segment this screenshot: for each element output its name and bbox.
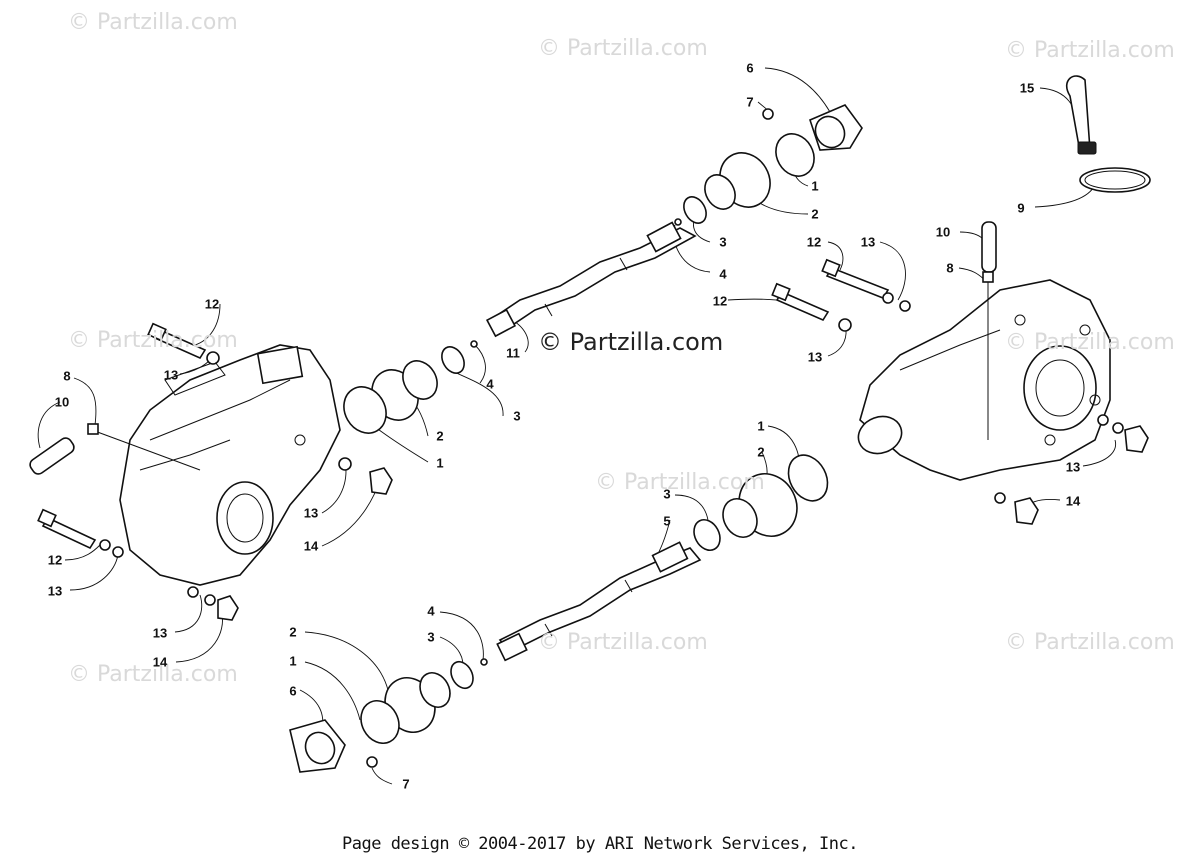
watermark: © Partzilla.com bbox=[1005, 630, 1175, 655]
front-gear-housing bbox=[119, 344, 341, 586]
copyright-footer: Page design © 2004-2017 by ARI Network S… bbox=[342, 834, 858, 854]
callout-label: 13 bbox=[807, 349, 823, 365]
callout-label: 6 bbox=[289, 683, 297, 699]
callout-label: 8 bbox=[63, 368, 71, 384]
callout-label: 10 bbox=[54, 394, 70, 410]
callout-label: 4 bbox=[427, 603, 435, 619]
watermark: © Partzilla.com bbox=[595, 470, 765, 495]
clamp-and-ring bbox=[1065, 75, 1151, 193]
watermark: © Partzilla.com bbox=[538, 36, 708, 61]
callout-label: 5 bbox=[663, 513, 671, 529]
callout-label: 12 bbox=[204, 296, 220, 312]
callout-label: 2 bbox=[436, 428, 444, 444]
watermark: © Partzilla.com bbox=[1005, 330, 1175, 355]
callout-label: 13 bbox=[163, 367, 179, 383]
callout-label: 3 bbox=[719, 234, 727, 250]
watermark: © Partzilla.com bbox=[68, 328, 238, 353]
breather-hoses bbox=[29, 221, 997, 475]
callout-label: 8 bbox=[946, 260, 954, 276]
callout-label: 4 bbox=[486, 376, 494, 392]
callout-label: 13 bbox=[303, 505, 319, 521]
watermark: © Partzilla.com bbox=[1005, 38, 1175, 63]
callout-label: 9 bbox=[1017, 200, 1025, 216]
callout-label: 14 bbox=[303, 538, 319, 554]
callout-label: 2 bbox=[757, 444, 765, 460]
callout-label: 6 bbox=[746, 60, 754, 76]
fasteners bbox=[37, 108, 1149, 768]
center-watermark: © Partzilla.com bbox=[538, 328, 724, 356]
upper-drive-shaft bbox=[485, 221, 697, 338]
callout-label: 13 bbox=[47, 583, 63, 599]
callout-label: 12 bbox=[806, 234, 822, 250]
callout-label: 10 bbox=[935, 224, 951, 240]
watermark: © Partzilla.com bbox=[68, 10, 238, 35]
callout-label: 15 bbox=[1019, 80, 1035, 96]
rear-gear-housing bbox=[857, 279, 1111, 481]
callout-label: 14 bbox=[152, 654, 168, 670]
watermark: © Partzilla.com bbox=[68, 662, 238, 687]
callout-label: 7 bbox=[402, 776, 410, 792]
callout-label: 3 bbox=[427, 629, 435, 645]
callout-label: 7 bbox=[746, 94, 754, 110]
callout-label: 2 bbox=[289, 624, 297, 640]
callout-label: 13 bbox=[1065, 459, 1081, 475]
lower-drive-shaft bbox=[496, 541, 702, 662]
callout-label: 1 bbox=[811, 178, 819, 194]
callout-label: 1 bbox=[436, 455, 444, 471]
callout-label: 11 bbox=[506, 345, 520, 361]
callout-label: 13 bbox=[152, 625, 168, 641]
callout-label: 1 bbox=[289, 653, 297, 669]
watermark: © Partzilla.com bbox=[538, 630, 708, 655]
callout-label: 4 bbox=[719, 266, 727, 282]
callout-label: 1 bbox=[757, 418, 765, 434]
callout-label: 2 bbox=[811, 206, 819, 222]
callout-label: 3 bbox=[513, 408, 521, 424]
callout-label: 14 bbox=[1065, 493, 1081, 509]
callout-label: 12 bbox=[712, 293, 728, 309]
boots-and-seals bbox=[289, 104, 863, 773]
callout-label: 3 bbox=[663, 486, 671, 502]
callout-label: 12 bbox=[47, 552, 63, 568]
callout-label: 13 bbox=[860, 234, 876, 250]
